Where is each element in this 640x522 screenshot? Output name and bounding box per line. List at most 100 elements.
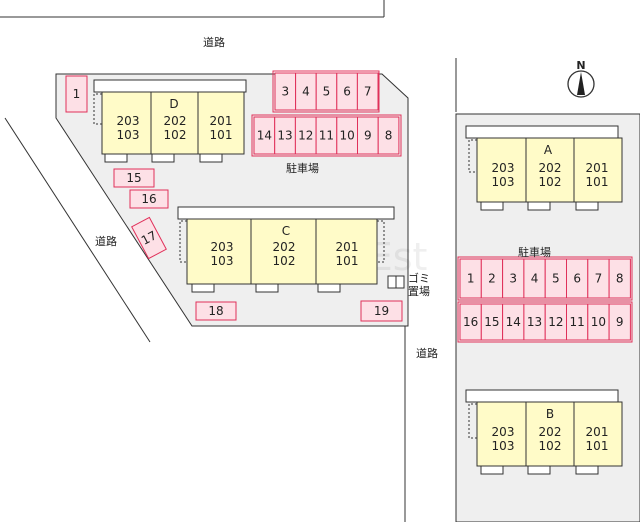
parking-stall-east-number: 11 (570, 315, 585, 329)
unit-lower: 102 (164, 128, 187, 142)
parking-stall-east: 13 (523, 303, 546, 341)
parking-stall-west-box (65, 75, 88, 113)
building-c-entrance (255, 283, 279, 293)
parking-stall-west-number: 10 (340, 129, 355, 143)
unit-lower: 102 (539, 439, 562, 453)
unit-lower: 103 (492, 439, 515, 453)
building-d-entrance (151, 153, 175, 163)
unit-lower: 101 (586, 439, 609, 453)
parking-stall-east: 15 (480, 303, 504, 341)
parking-stall-west-number: 7 (364, 85, 372, 99)
unit-upper: 202 (539, 161, 562, 175)
parking-west-label: 駐車場 (286, 162, 319, 175)
road-label-right: 道路 (416, 347, 438, 360)
building-c-balcony (177, 206, 395, 220)
parking-stall-west: 12 (294, 116, 317, 155)
parking-stall-west-box (129, 189, 169, 209)
building-d-balcony (93, 79, 247, 93)
parking-stall-west-number: 8 (385, 129, 393, 143)
building-d-stair (93, 93, 102, 125)
parking-stall-east: 4 (523, 258, 546, 299)
parking-stall-west: 6 (336, 72, 358, 111)
parking-stall-east: 10 (587, 303, 610, 341)
parking-stall-west-number: 19 (374, 304, 389, 318)
parking-stall-west-number: 16 (141, 192, 156, 206)
unit-upper: 202 (539, 425, 562, 439)
building-d: D 203 103 202 102 201 101 (93, 79, 247, 163)
parking-stall-west-number: 9 (364, 129, 372, 143)
unit-lower: 102 (273, 254, 296, 268)
parking-stall-west: 1 (65, 75, 88, 113)
parking-stall-east-number: 6 (573, 272, 581, 286)
parking-stall-east-number: 4 (531, 272, 539, 286)
parking-stall-west-number: 3 (281, 85, 289, 99)
parking-west-top-outline (272, 70, 380, 113)
unit-upper: 203 (492, 425, 515, 439)
parking-east-label: 駐車場 (518, 246, 551, 259)
compass-north-label: N (576, 59, 585, 72)
parking-stall-west-number: 11 (319, 129, 334, 143)
parking-stall-east-number: 12 (548, 315, 563, 329)
parking-stall-west-box (113, 168, 155, 188)
building-c-entrance (317, 283, 341, 293)
building-b: B 203 103 202 102 201 101 (465, 389, 623, 475)
parking-stall-west-number: 14 (257, 129, 272, 143)
parking-stall-east-number: 14 (506, 315, 521, 329)
unit-upper: 202 (164, 114, 187, 128)
parking-stall-west-box (356, 72, 379, 111)
parking-stall-east: 12 (544, 303, 568, 341)
parking-stall-west: 13 (274, 116, 296, 155)
unit-lower: 101 (210, 128, 233, 142)
building-d-body (101, 91, 245, 155)
building-a-entrance (575, 201, 599, 211)
garbage-area-label: ゴミ置場 (408, 272, 430, 298)
compass-arrow-icon (577, 72, 585, 95)
building-c: C 203 103 202 102 201 101 (177, 206, 395, 293)
building-d-name: D (169, 97, 178, 111)
parking-stall-east-number: 1 (467, 272, 475, 286)
building-c-body (186, 218, 378, 285)
parking-stall-east-number: 7 (595, 272, 603, 286)
unit-upper: 202 (273, 240, 296, 254)
north-compass: N (567, 59, 595, 98)
parking-stall-west: 15 (113, 168, 155, 188)
parking-stall-east-number: 15 (484, 315, 499, 329)
building-a-balcony (465, 125, 619, 139)
unit-lower: 103 (492, 175, 515, 189)
parking-stall-west-number: 4 (302, 85, 310, 99)
unit-upper: 201 (586, 161, 609, 175)
parking-stall-west-number: 6 (343, 85, 351, 99)
parking-stall-west: 14 (253, 116, 276, 155)
parking-stall-east: 16 (459, 303, 482, 341)
parking-stall-west: 3 (274, 72, 297, 111)
parking-stall-west-number: 17 (139, 228, 159, 248)
parking-stall-east-number: 16 (463, 315, 478, 329)
parking-stall-west-box (360, 300, 403, 322)
building-a-entrance (480, 201, 504, 211)
unit-lower: 103 (117, 128, 140, 142)
parking-stall-west-number: 12 (298, 129, 313, 143)
parking-stall-east-number: 3 (509, 272, 517, 286)
building-d-entrance (199, 153, 223, 163)
parking-stall-east-box (608, 258, 631, 299)
parking-stall-east-number: 10 (591, 315, 606, 329)
parking-stall-east-box (608, 303, 631, 341)
road-label-left: 道路 (95, 235, 117, 248)
unit-lower: 102 (539, 175, 562, 189)
parking-stall-east: 7 (587, 258, 610, 299)
parking-stall-east: 8 (608, 258, 631, 299)
parking-stall-east-number: 8 (616, 272, 624, 286)
parking-stall-west: 8 (377, 116, 400, 155)
building-b-body (476, 401, 623, 467)
parking-stall-west: 4 (295, 72, 317, 111)
parking-stall-west-number: 5 (323, 85, 331, 99)
parking-stall-east-number: 2 (488, 272, 496, 286)
parking-stall-east: 6 (566, 258, 589, 299)
unit-upper: 203 (211, 240, 234, 254)
building-a-name: A (544, 143, 553, 157)
building-b-entrance (480, 465, 504, 475)
parking-stall-west: 9 (357, 116, 379, 155)
parking-stall-west: 18 (195, 301, 237, 321)
